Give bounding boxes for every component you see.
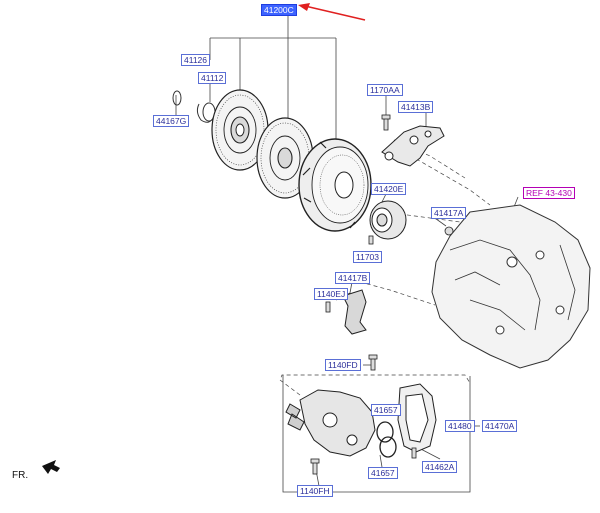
release-bearing (369, 200, 407, 240)
front-direction-label: FR. (12, 470, 29, 481)
part-41462A-label[interactable]: 41462A (422, 461, 458, 473)
bolt-small (368, 235, 374, 245)
part-1170AA-label[interactable]: 1170AA (367, 84, 403, 96)
mounting-bracket (342, 289, 367, 335)
part-1140FD-label[interactable]: 1140FD (325, 359, 361, 371)
part-41413B-label[interactable]: 41413B (398, 101, 434, 113)
pivot-pin (444, 226, 454, 236)
part-11703-label[interactable]: 11703 (353, 251, 383, 263)
part-41480-label[interactable]: 41480 (445, 420, 475, 432)
part-44167G-label[interactable]: 44167G (153, 115, 190, 127)
gasket (397, 383, 437, 453)
bolt-upper (381, 114, 391, 131)
part-41417B-label[interactable]: 41417B (335, 272, 371, 284)
bolt-gasket (411, 447, 417, 459)
part-1140EJ-label[interactable]: 1140EJ (314, 288, 349, 300)
bolt-actuator (368, 354, 378, 371)
bolt-bracket (325, 301, 331, 313)
part-41112-label[interactable]: 41112 (198, 72, 227, 84)
transmission-housing (431, 204, 591, 369)
part-41200C-label[interactable]: 41200C (261, 4, 297, 16)
part-41657-label-lower[interactable]: 41657 (368, 467, 398, 479)
part-41657-label-upper[interactable]: 41657 (371, 404, 401, 416)
snap-ring (172, 90, 182, 106)
part-41470A-label[interactable]: 41470A (482, 420, 518, 432)
part-41420E-label[interactable]: 41420E (371, 183, 407, 195)
release-fork (381, 125, 445, 167)
reference-43-430-label[interactable]: REF 43-430 (523, 187, 575, 199)
part-41126-label[interactable]: 41126 (181, 54, 211, 66)
part-41417A-label[interactable]: 41417A (431, 207, 467, 219)
o-rings (376, 421, 397, 458)
part-1140FH-label[interactable]: 1140FH (297, 485, 333, 497)
pointer-arrow (298, 3, 366, 21)
clutch-actuator (285, 389, 376, 457)
bolt-lower (310, 458, 320, 475)
pressure-plate (298, 138, 372, 232)
assembly-bracket (282, 375, 471, 493)
fr-arrow-icon (42, 460, 60, 474)
